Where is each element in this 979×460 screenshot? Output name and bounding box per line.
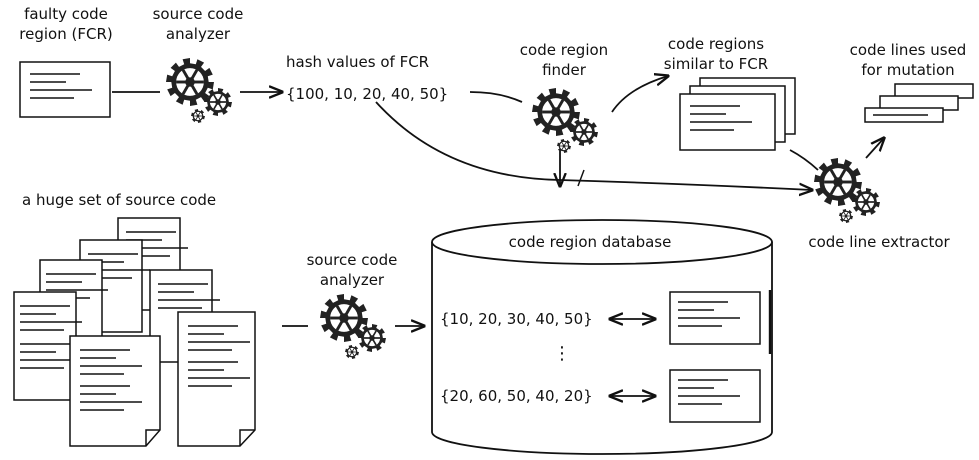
analyzer-top-large-gear-icon [166, 58, 214, 106]
used-label-line1: code lines used [849, 41, 967, 59]
extractor-label: code line extractor [808, 233, 950, 251]
used-label-line2: for mutation [861, 61, 955, 79]
analyzer-top-label-line2: analyzer [165, 25, 231, 43]
arrow-finder-to-similar [611, 76, 668, 113]
finder-small-gear-icon [570, 118, 598, 146]
analyzer-top-small-gear-icon [204, 88, 232, 116]
analyzer-top-label-line1: source code [152, 5, 244, 23]
finder-label-line2: finder [542, 61, 586, 79]
finder-label-line1: code region [519, 41, 609, 59]
db-row1-values: {10, 20, 30, 40, 50} [440, 310, 593, 328]
hash-values: {100, 10, 20, 40, 50} [286, 85, 449, 103]
extractor-tiny-gear-icon [839, 209, 853, 223]
db-row2-values: {20, 60, 50, 40, 20} [440, 387, 593, 405]
cut-mark [577, 169, 585, 187]
faulty-code-label-line1: faulty code [24, 5, 108, 23]
arrow-extractor-to-used [865, 138, 884, 159]
faulty-code-document-icon [19, 61, 111, 118]
arrow-hash-to-extractor [375, 101, 812, 190]
connector-similar-to-extractor [789, 149, 819, 171]
extractor-small-gear-icon [852, 188, 880, 216]
analyzer-bottom-label-line1: source code [306, 251, 398, 269]
analyzer-top-tiny-gear-icon [191, 109, 205, 123]
analyzer-bottom-tiny-gear-icon [345, 345, 359, 359]
analyzer-bottom-large-gear-icon [320, 294, 368, 342]
source-code-set-icon [13, 217, 256, 447]
similar-regions-document-icon [679, 77, 796, 151]
finder-large-gear-icon [532, 88, 580, 136]
huge-set-label: a huge set of source code [22, 191, 217, 209]
analyzer-bottom-label-line2: analyzer [319, 271, 385, 289]
db-row1-document-icon [669, 291, 761, 345]
extractor-large-gear-icon [814, 158, 862, 206]
database-label: code region database [508, 233, 672, 251]
similar-label-line2: similar to FCR [663, 55, 769, 73]
analyzer-bottom-small-gear-icon [358, 324, 386, 352]
db-row2-document-icon [669, 369, 761, 423]
finder-tiny-gear-icon [557, 139, 571, 153]
db-ellipsis: ⋮ [553, 343, 571, 364]
connector-hash-to-finder [469, 91, 523, 103]
faulty-code-label-line2: region (FCR) [19, 25, 113, 43]
hash-title: hash values of FCR [286, 53, 430, 71]
similar-label-line1: code regions [667, 35, 765, 53]
mutation-lines-icon [864, 83, 974, 123]
